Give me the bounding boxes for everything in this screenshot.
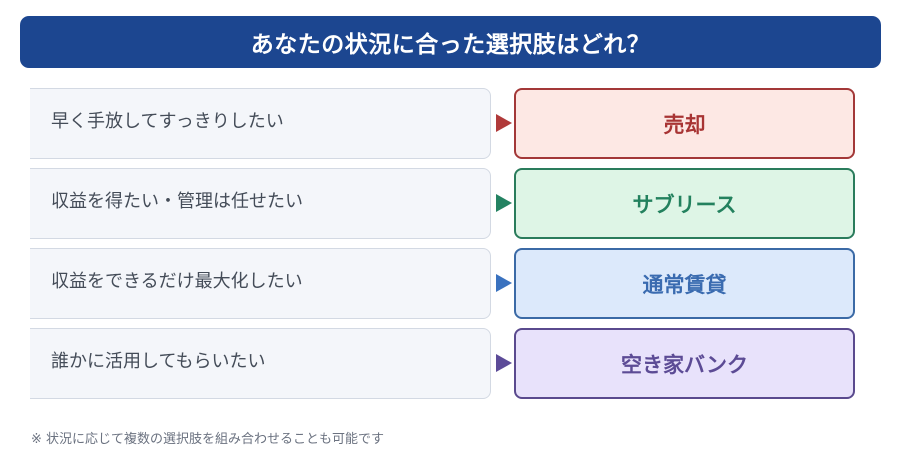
option-box-regular-rental: 通常賃貸 bbox=[514, 248, 855, 319]
option-label: サブリース bbox=[632, 192, 737, 217]
arrow-right-icon bbox=[496, 354, 512, 372]
option-label: 空き家バンク bbox=[620, 352, 749, 377]
title-bar: あなたの状況に合った選択肢はどれ？ bbox=[20, 16, 881, 68]
situation-box: 収益を得たい・管理は任せたい bbox=[30, 168, 491, 239]
situation-box: 収益をできるだけ最大化したい bbox=[30, 248, 491, 319]
row-sell: 早く手放してすっきりしたい 売却 bbox=[30, 88, 855, 159]
situation-box: 誰かに活用してもらいたい bbox=[30, 328, 491, 399]
situation-text: 早く手放してすっきりしたい bbox=[51, 111, 284, 132]
arrow-right-icon bbox=[496, 274, 512, 292]
situation-text: 誰かに活用してもらいたい bbox=[51, 351, 266, 372]
row-vacant-house-bank: 誰かに活用してもらいたい 空き家バンク bbox=[30, 328, 855, 399]
footnote: ※ 状況に応じて複数の選択肢を組み合わせることも可能です bbox=[31, 432, 385, 447]
option-box-sell: 売却 bbox=[514, 88, 855, 159]
situation-box: 早く手放してすっきりしたい bbox=[30, 88, 491, 159]
arrow-right-icon bbox=[496, 114, 512, 132]
row-regular-rental: 収益をできるだけ最大化したい 通常賃貸 bbox=[30, 248, 855, 319]
option-label: 売却 bbox=[663, 112, 706, 137]
situation-text: 収益をできるだけ最大化したい bbox=[51, 271, 303, 292]
arrow-right-icon bbox=[496, 194, 512, 212]
diagram-title: あなたの状況に合った選択肢はどれ？ bbox=[250, 32, 651, 58]
option-box-sublease: サブリース bbox=[514, 168, 855, 239]
row-sublease: 収益を得たい・管理は任せたい サブリース bbox=[30, 168, 855, 239]
option-box-vacant-house-bank: 空き家バンク bbox=[514, 328, 855, 399]
option-label: 通常賃貸 bbox=[642, 272, 727, 297]
situation-text: 収益を得たい・管理は任せたい bbox=[51, 191, 303, 212]
